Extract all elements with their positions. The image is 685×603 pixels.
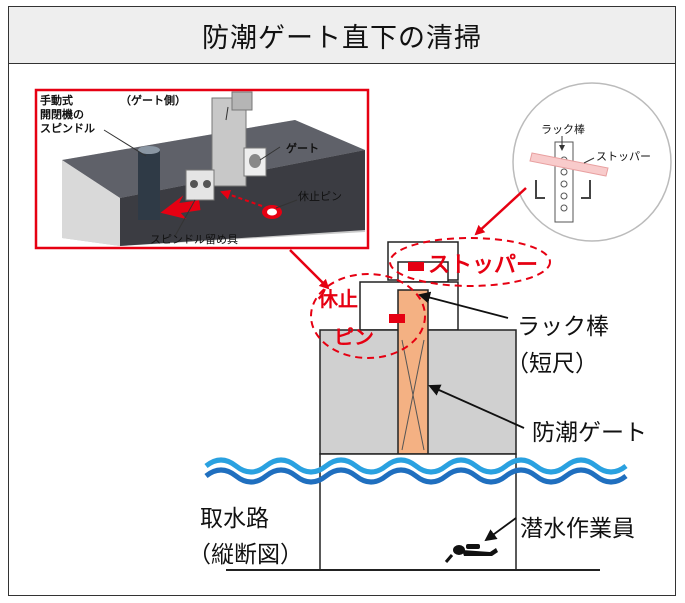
inset-rest-pin-label: 休止ピン bbox=[298, 190, 342, 203]
insert-arrow bbox=[160, 195, 201, 220]
diver-arrow bbox=[484, 517, 517, 542]
inset-spindle-label-2: 開閉機の bbox=[40, 107, 84, 121]
rack-rod-label-2: （短尺） bbox=[506, 351, 598, 377]
inset-fastener-label: スピンドル留め具 bbox=[150, 233, 238, 246]
diver-label: 潜水作業員 bbox=[520, 516, 635, 542]
stopper-callout-ellipse bbox=[389, 237, 551, 287]
cross-section: ストッパー 休止 ピン ラック棒 （短尺） 防潮ゲート 取水路 （縦断図） 潜水… bbox=[188, 187, 647, 571]
page-title: 防潮ゲート直下の清掃 bbox=[202, 22, 482, 54]
inset-spindle-label-3: スピンドル bbox=[40, 122, 95, 135]
inset-gate-label: ゲート bbox=[286, 141, 319, 155]
stopper-mark bbox=[408, 262, 424, 271]
stopper-callout-label: ストッパー bbox=[428, 253, 538, 278]
water-wave-bottom bbox=[204, 467, 628, 485]
gate-arrow bbox=[428, 384, 525, 429]
gate-label: 防潮ゲート bbox=[532, 420, 647, 446]
rack-rod-label-1: ラック棒 bbox=[517, 314, 609, 340]
rack-rod-arrow bbox=[418, 291, 509, 319]
gate-bracket bbox=[211, 97, 247, 187]
rest-pin-callout-ellipse bbox=[310, 273, 426, 359]
diver-figure bbox=[444, 544, 498, 563]
inset-spindle-label-1: 手動式 bbox=[40, 93, 73, 107]
circle-rack-rod-label: ラック棒 bbox=[541, 122, 585, 136]
inset-slab-front bbox=[62, 160, 120, 246]
water-wave-top bbox=[204, 457, 628, 475]
inset-arrow bbox=[289, 249, 330, 290]
stopper-circle-inset: ラック棒 ストッパー bbox=[512, 82, 672, 242]
title-bar: 防潮ゲート直下の清掃 bbox=[9, 7, 675, 64]
rest-pin-callout-label-1: 休止 bbox=[317, 287, 358, 311]
circle-rack-rod bbox=[554, 141, 574, 223]
circle-stopper-label: ストッパー bbox=[596, 150, 651, 163]
spindle-cylinder bbox=[138, 150, 160, 220]
spindle-inset: 手動式 開閉機の スピンドル （ゲート側） ゲート 休止ピン スピンドル留め具 bbox=[34, 88, 370, 250]
channel-label-1: 取水路 bbox=[200, 506, 269, 532]
rest-pin-mark bbox=[389, 314, 405, 323]
inset-gate-side-label: （ゲート側） bbox=[120, 93, 186, 107]
inset-slab-side bbox=[120, 150, 365, 246]
circle-arrow bbox=[474, 187, 527, 236]
channel-label-2: （縦断図） bbox=[188, 542, 303, 568]
circle-stopper bbox=[529, 152, 609, 177]
rest-pin-callout-label-2: ピン bbox=[334, 325, 374, 349]
